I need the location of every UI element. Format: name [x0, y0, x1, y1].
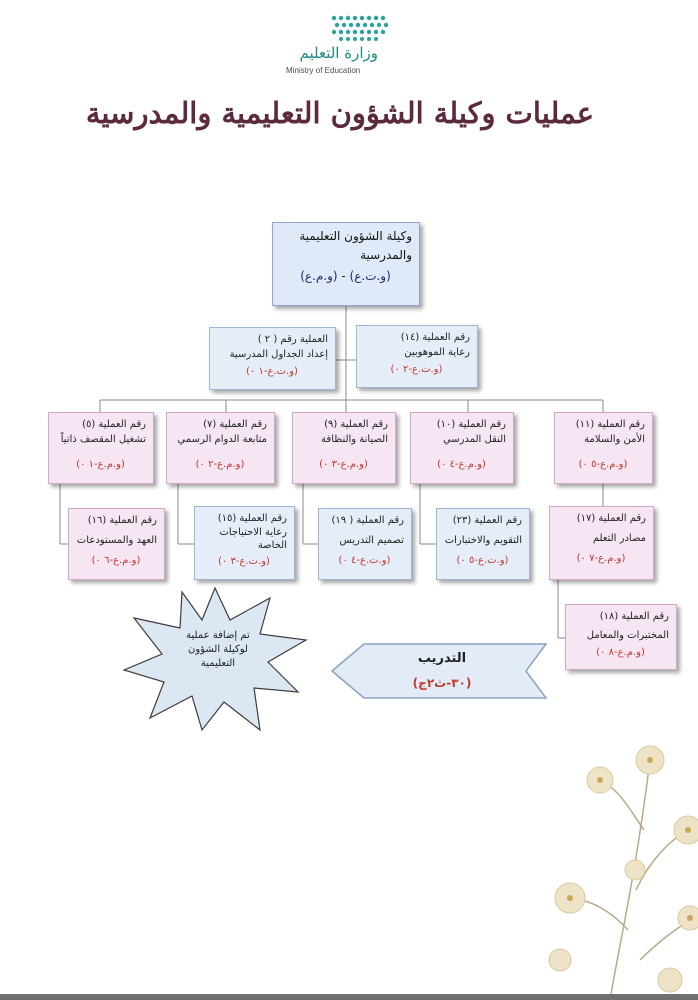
process-box-16: رقم العملية (١٦) العهد والمستودعات (و.م.… [68, 508, 165, 580]
process-box-14-code: (و.ت.ع-٢ ٠) [390, 364, 443, 375]
process-box-18-code: (و.م.ع-٨ ٠) [596, 647, 645, 658]
top-box-line2: والمدرسية [360, 248, 412, 262]
process-box-7-name: متابعة الدوام الرسمي [177, 434, 267, 445]
star-note-text: تم إضافة عملية لوكيلة الشؤون التعليمية [158, 629, 278, 671]
process-box-10-name: النقل المدرسي [442, 434, 506, 445]
process-box-23-name: التقويم والاختبارات [444, 535, 522, 546]
process-box-9-name: الصيانة والنظافة [321, 434, 388, 445]
process-box-14: رقم العملية (١٤) رعاية الموهوبين (و.ت.ع-… [356, 325, 478, 388]
process-box-18: رقم العملية (١٨) المختبرات والمعامل (و.م… [565, 604, 677, 670]
process-box-15-number: رقم العملية (١٥) [217, 513, 287, 524]
process-box-17: رقم العملية (١٧) مصادر التعلم (و.م.ع-٧ ٠… [549, 506, 654, 580]
process-box-7-code: (و.م.ع-٢ ٠) [195, 459, 245, 470]
top-box-code: (و.ت.ع) - (و.م.ع) [300, 269, 391, 283]
process-box-5-name: تشغيل المقصف ذاتياً [60, 434, 146, 445]
star-note-line2: لوكيلة الشؤون [188, 644, 248, 655]
process-box-23: رقم العملية (٢٣) التقويم والاختبارات (و.… [436, 508, 530, 580]
process-box-11-name: الأمن والسلامة [584, 434, 645, 445]
process-box-19: رقم العملية ( ١٩) تصميم التدريس (و.ت.ع-٤… [318, 508, 412, 580]
process-box-17-number: رقم العملية (١٧) [576, 513, 646, 524]
process-box-2-name: إعداد الجداول المدرسية [229, 349, 328, 360]
bottom-strip [0, 994, 698, 1000]
process-box-16-number: رقم العملية (١٦) [87, 515, 157, 526]
process-box-9-code: (و.م.ع-٣ ٠) [319, 459, 368, 470]
star-burst-shape [122, 586, 308, 732]
process-box-16-name: العهد والمستودعات [76, 535, 157, 546]
process-box-23-number: رقم العملية (٢٣) [452, 515, 522, 526]
process-box-9: رقم العملية (٩) الصيانة والنظافة (و.م.ع-… [292, 412, 396, 484]
process-box-18-number: رقم العملية (١٨) [599, 611, 669, 622]
process-box-2-number: العملية رقم ( ٢ ) [257, 334, 328, 345]
training-label: التدريب [417, 651, 467, 666]
process-box-23-code: (و.ت.ع-٥ ٠) [456, 555, 509, 566]
page-title: عمليات وكيلة الشؤون التعليمية والمدرسية [85, 96, 595, 130]
logo-english-text: Ministry of Education [286, 66, 361, 75]
process-box-7-number: رقم العملية (٧) [203, 419, 267, 430]
process-box-17-code: (و.م.ع-٧ ٠) [576, 553, 626, 564]
training-code: (٣٠-ث٢ج) [412, 676, 472, 690]
process-box-2: العملية رقم ( ٢ ) إعداد الجداول المدرسية… [209, 327, 336, 390]
process-box-18-name: المختبرات والمعامل [586, 630, 669, 641]
logo-arabic-text: وزارة التعليم [299, 44, 378, 62]
process-box-15-name: رعاية الاحتياجات الخاصة [219, 527, 287, 551]
process-box-2-code: (و.ت.ع-١ ٠) [246, 366, 298, 377]
process-box-5: رقم العملية (٥) تشغيل المقصف ذاتياً (و.م… [48, 412, 154, 484]
training-arrow-shape [330, 643, 548, 699]
top-box-deputy: وكيلة الشؤون التعليمية والمدرسية (و.ت.ع)… [272, 222, 420, 306]
process-box-10-code: (و.م.ع-٤ ٠) [437, 459, 486, 470]
floral-decoration-icon [548, 745, 698, 1000]
process-box-11: رقم العملية (١١) الأمن والسلامة (و.م.ع-٥… [554, 412, 653, 484]
process-box-16-code: (و.م.ع-٦ ٠) [91, 555, 141, 566]
star-note-line1: تم إضافة عملية [186, 630, 250, 641]
star-note-line3: التعليمية [200, 658, 236, 669]
logo-dots-icon [331, 15, 389, 41]
top-box-line1: وكيلة الشؤون التعليمية [299, 229, 412, 243]
process-box-15: رقم العملية (١٥) رعاية الاحتياجات الخاصة… [194, 506, 295, 580]
process-box-9-number: رقم العملية (٩) [324, 419, 388, 430]
process-box-10-number: رقم العملية (١٠) [436, 419, 506, 430]
process-box-17-name: مصادر التعلم [592, 533, 646, 544]
process-box-14-number: رقم العملية (١٤) [400, 332, 470, 343]
process-box-19-name: تصميم التدريس [339, 535, 404, 546]
process-box-5-number: رقم العملية (٥) [82, 419, 146, 430]
process-box-15-code: (و.ت.ع-٣ ٠) [218, 556, 270, 567]
process-box-10: رقم العملية (١٠) النقل المدرسي (و.م.ع-٤ … [410, 412, 514, 484]
process-box-19-code: (و.ت.ع-٤ ٠) [338, 555, 391, 566]
process-box-11-number: رقم العملية (١١) [575, 419, 645, 430]
process-box-14-name: رعاية الموهوبين [404, 347, 470, 358]
ministry-logo: وزارة التعليم Ministry of Education [282, 14, 392, 84]
process-box-11-code: (و.م.ع-٥ ٠) [578, 459, 628, 470]
process-box-19-number: رقم العملية ( ١٩) [331, 515, 404, 526]
process-box-7: رقم العملية (٧) متابعة الدوام الرسمي (و.… [166, 412, 275, 484]
process-box-5-code: (و.م.ع-١ ٠) [76, 459, 125, 470]
